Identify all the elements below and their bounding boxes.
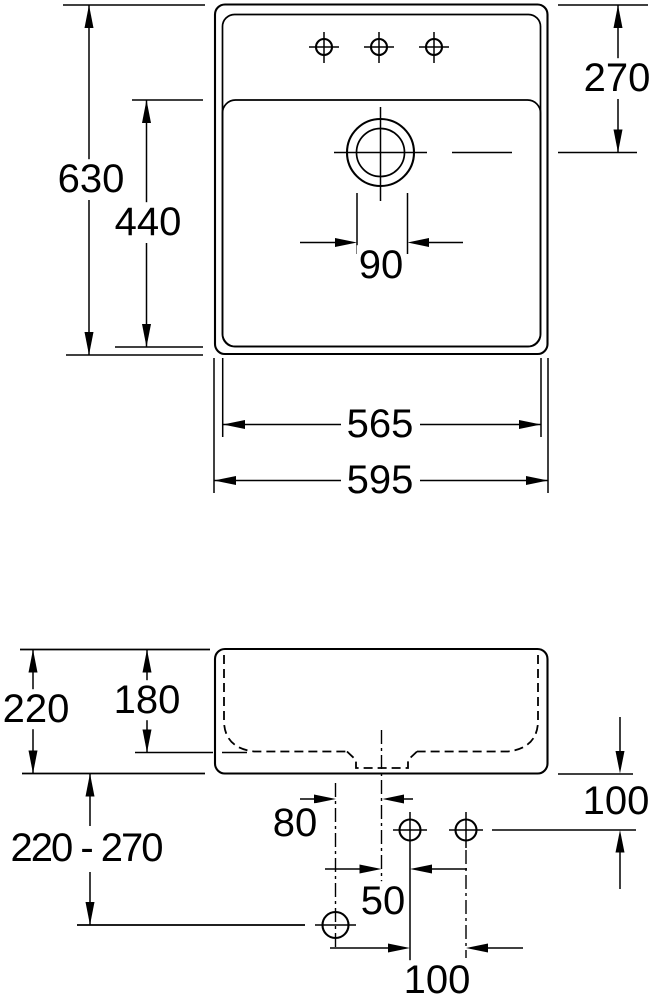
dim-565: [221, 358, 542, 437]
section-view: [20, 647, 636, 962]
dim-label-bowl-length: 440: [112, 200, 184, 245]
dim-630: [63, 4, 205, 356]
bowl-profile-right: [417, 655, 539, 753]
dim-100-drop: [492, 717, 636, 889]
plan-outer-rim: [213, 3, 549, 356]
dim-220: [20, 648, 210, 774]
dim-80: [300, 794, 413, 804]
dim-label-hole-offset-center: 50: [358, 879, 408, 924]
dim-label-bowl-depth: 180: [111, 678, 183, 723]
dim-label-hole-offset-left: 80: [270, 801, 320, 846]
plan-inner-rim: [221, 13, 542, 348]
dim-label-overall-width: 595: [344, 458, 416, 503]
dim-595: [213, 358, 549, 493]
dim-label-hole-drop: 100: [580, 779, 650, 824]
dim-label-overall-length: 630: [55, 157, 127, 202]
dim-180: [135, 649, 247, 754]
dim-label-drain-offset: 90: [356, 243, 406, 288]
faucet-hole: [364, 32, 394, 63]
dim-50: [325, 864, 467, 874]
waste-outlet: [315, 783, 356, 950]
dim-label-overall-height: 220: [0, 687, 72, 732]
fixing-hole: [449, 812, 483, 958]
dim-270: [558, 4, 648, 154]
plan-view: [63, 3, 648, 493]
plan-bowl: [221, 99, 542, 348]
dim-label-hole-spacing: 100: [401, 960, 473, 998]
dim-label-bowl-width: 565: [344, 402, 416, 447]
dim-440: [115, 99, 203, 348]
dim-220-270: [77, 773, 305, 926]
fixing-hole: [393, 812, 427, 962]
drain-outlet: [334, 107, 512, 201]
faucet-hole: [419, 32, 449, 63]
dim-label-outlet-range: 220 - 270: [8, 826, 164, 871]
section-body: [213, 647, 549, 775]
dim-100-spacing: [330, 943, 523, 953]
dim-90: [300, 193, 463, 254]
dim-label-tap-ledge: 270: [581, 58, 650, 99]
bowl-profile-left: [223, 655, 347, 753]
faucet-hole: [309, 32, 339, 63]
